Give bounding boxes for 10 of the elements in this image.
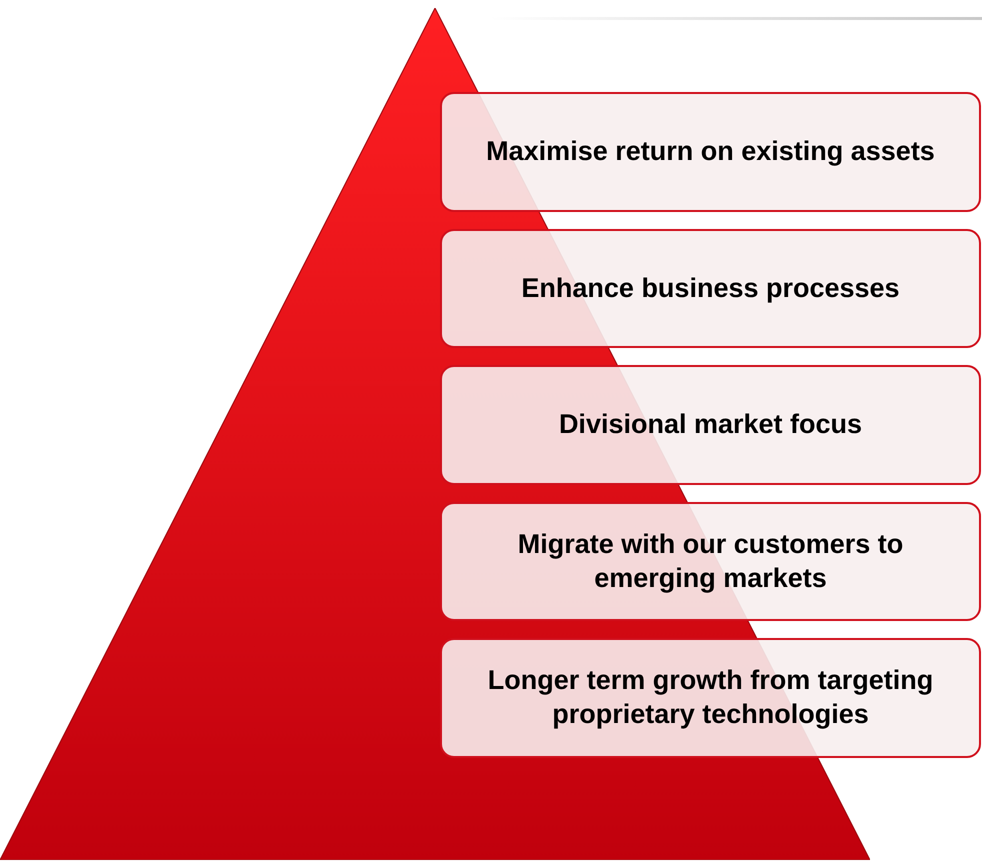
box-text: Maximise return on existing assets [486, 135, 935, 168]
strategy-box [440, 638, 981, 758]
strategy-box [440, 365, 981, 485]
box-text: Migrate with our customers to emerging markets [516, 528, 904, 595]
box-text: Divisional market focus [558, 408, 862, 442]
box-text: Enhance business processes [521, 272, 900, 305]
strategy-box [440, 502, 981, 621]
strategy-box [440, 229, 981, 348]
strategy-box [440, 92, 981, 212]
box-text: Longer term growth from targeting proprietary technologies [486, 664, 934, 731]
